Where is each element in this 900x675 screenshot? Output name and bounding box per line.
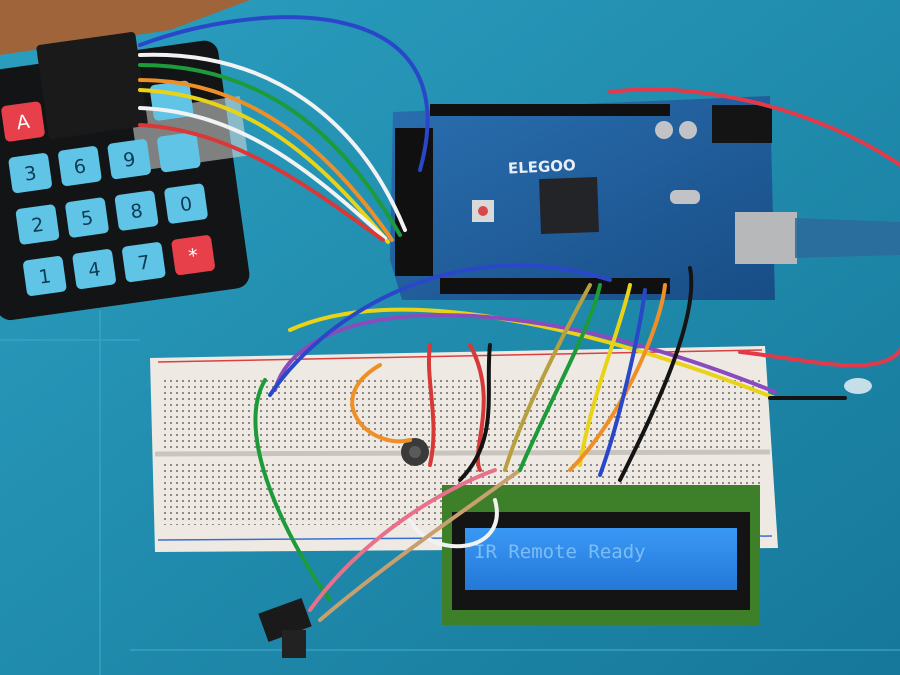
- wire-pink-ir: [308, 468, 497, 612]
- keypad-key: [1, 101, 45, 142]
- wire-white-keypad: [138, 52, 407, 232]
- wooden-table-edge: [0, 0, 250, 55]
- keypad-key-label: 6: [72, 155, 87, 178]
- wire-olive: [503, 283, 592, 472]
- keypad-key-label: 3: [23, 162, 38, 185]
- keypad-header-connector: [36, 32, 148, 139]
- keypad-key: [65, 197, 109, 238]
- ir-receiver-head: [282, 630, 306, 658]
- wire-black-gnd: [458, 343, 492, 482]
- keypad-key: [107, 139, 151, 180]
- keypad-key-label: 9: [122, 148, 137, 171]
- dc-jack: [712, 105, 772, 143]
- crystal: [670, 190, 700, 204]
- keypad-key: [164, 183, 208, 224]
- jumper-wires: [138, 15, 900, 622]
- usb-cable: [795, 218, 900, 258]
- wire-green-board: [518, 283, 602, 472]
- keypad-key-label: A: [15, 111, 31, 135]
- wire-white-lcd: [408, 498, 499, 549]
- lcd-module: IR Remote Ready: [442, 485, 760, 625]
- microcontroller-chip: [539, 177, 599, 235]
- keypad-key: [114, 190, 159, 231]
- keypad-key: [8, 153, 52, 193]
- keypad-key-label: 0: [179, 193, 194, 216]
- wire-tan-ir: [318, 468, 522, 622]
- keypad-key-label: 5: [80, 207, 95, 230]
- breadboard-holes-top: [160, 378, 760, 448]
- wire-blue-keypad: [138, 15, 430, 172]
- keypad-key: [58, 146, 102, 187]
- wire-green-keypad: [138, 63, 402, 237]
- ir-receiver-module: [258, 598, 312, 658]
- wire-purple: [273, 313, 777, 394]
- wire-orange-board: [568, 283, 667, 472]
- keypad-key: [23, 256, 67, 296]
- board-brand-label: ELEGOO: [508, 156, 577, 178]
- mat-grid-line: [0, 310, 900, 675]
- breadboard-center-groove: [154, 449, 771, 457]
- lcd-display-text: IR Remote Ready: [474, 541, 646, 563]
- wire-red-short-1: [426, 343, 436, 467]
- wire-blue-board: [598, 288, 647, 477]
- capacitor-2: [679, 121, 697, 139]
- keypad-key-label: 2: [30, 214, 45, 237]
- capacitor-1: [655, 121, 673, 139]
- wire-white-keypad-2: [138, 106, 387, 240]
- keypad-key-label: 8: [129, 200, 144, 223]
- wire-red-led: [738, 348, 900, 368]
- wire-red-short-2: [468, 343, 486, 472]
- wire-orange-keypad: [138, 78, 394, 242]
- clear-led: [844, 378, 872, 394]
- header-column-left: [395, 128, 433, 276]
- reset-button-cap: [478, 206, 488, 216]
- keypad-key-label: 7: [136, 251, 151, 274]
- keypad-key: [72, 249, 116, 290]
- header-row-top: [430, 104, 670, 116]
- header-row-bottom: [440, 278, 670, 294]
- wire-red-keypad: [138, 123, 385, 242]
- keypad-key: [15, 204, 60, 245]
- keypad-key-label: 1: [37, 265, 52, 288]
- wire-yellow-board: [578, 283, 632, 467]
- wire-green-long: [253, 378, 332, 602]
- keypad-key: [157, 132, 201, 173]
- lcd-screen: [465, 528, 737, 590]
- arduino-mega-board: ELEGOO: [390, 96, 797, 300]
- wire-black-board: [618, 266, 694, 482]
- keypad-key-label: 4: [87, 258, 102, 281]
- keypad-keys: A 3 6 9 2 5 8 0 1 4 7 *: [1, 80, 215, 296]
- wire-blue-lcd: [268, 263, 612, 397]
- wire-orange-pot: [350, 363, 412, 444]
- wire-red-power: [608, 87, 900, 167]
- keypad-key-label: *: [187, 245, 199, 268]
- usb-port: [735, 212, 797, 264]
- potentiometer-knob: [409, 446, 421, 458]
- wire-yellow-keypad: [138, 88, 390, 244]
- keypad-key: [122, 242, 166, 283]
- keypad-key: [171, 235, 215, 276]
